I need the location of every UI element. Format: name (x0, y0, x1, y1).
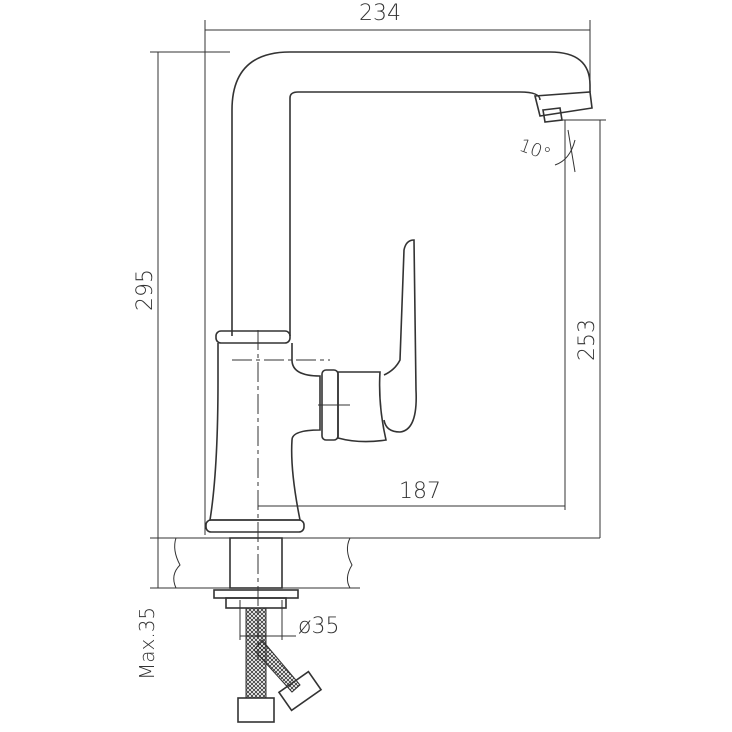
dim-width-234: 234 (359, 1, 401, 26)
countertop-section (150, 537, 600, 589)
mounting-hardware (213, 537, 323, 723)
dim-max-35: Max.35 (135, 607, 159, 680)
dimension-lines (150, 20, 606, 640)
dim-height-295: 295 (133, 269, 158, 311)
faucet-body (205, 51, 593, 660)
dim-diameter-35: ø35 (298, 614, 339, 639)
dim-reach-187: 187 (399, 479, 441, 504)
dim-angle-10: 10° (516, 135, 553, 166)
dim-spout-height-253: 253 (575, 319, 600, 361)
